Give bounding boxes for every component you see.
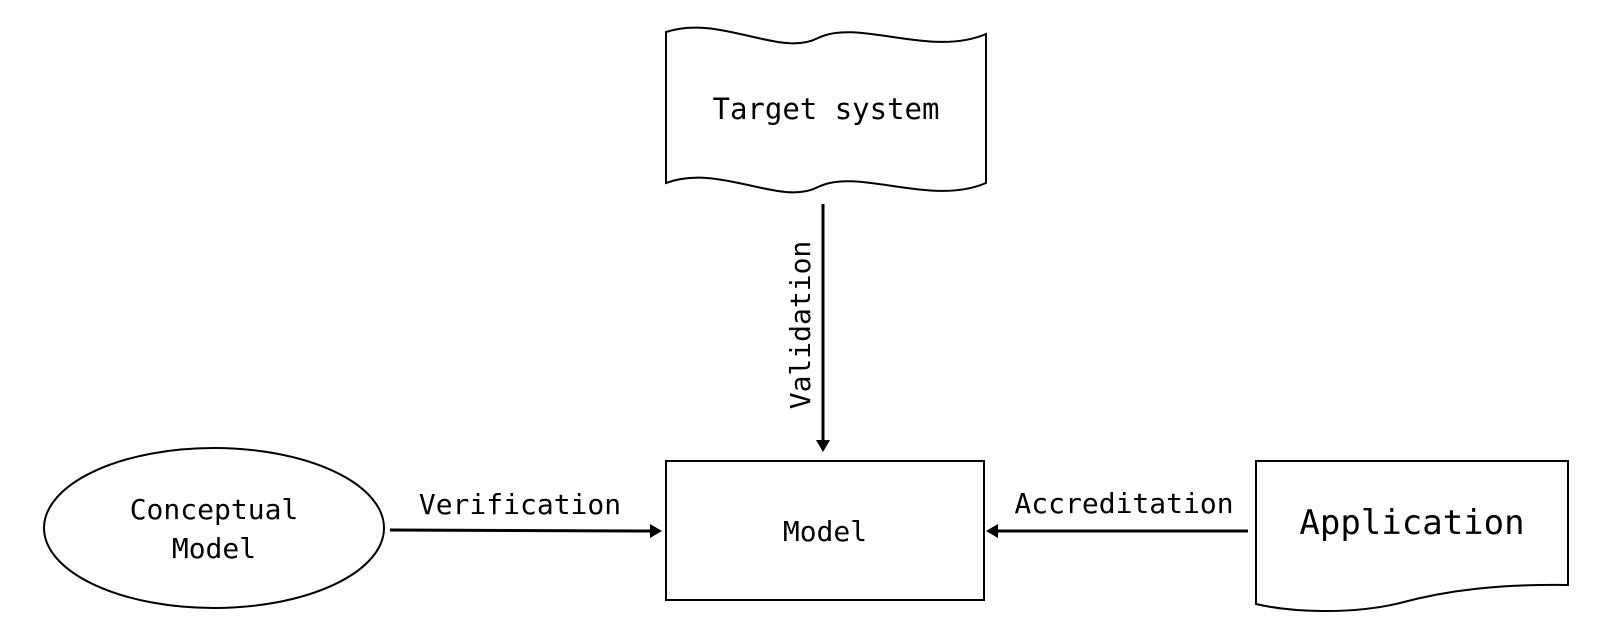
- validation-edge: Validation: [784, 204, 830, 452]
- application-label: Application: [1299, 503, 1524, 543]
- target-system-shape: [665, 26, 987, 194]
- accreditation-edge: Accreditation: [986, 487, 1248, 538]
- application-node: Application: [1255, 460, 1569, 613]
- conceptual-model-node: Conceptual Model: [43, 447, 385, 609]
- validation-label: Validation: [784, 241, 817, 410]
- conceptual-model-label-line1: Conceptual: [130, 493, 299, 526]
- model-label: Model: [783, 515, 867, 548]
- conceptual-model-shape: [43, 447, 385, 609]
- validation-arrowhead: [816, 440, 830, 452]
- target-system-node: Target system: [665, 26, 987, 194]
- verification-arrow-line: [389, 528, 651, 533]
- conceptual-model-label-line2: Model: [172, 532, 256, 565]
- accreditation-arrowhead: [986, 524, 998, 538]
- model-shape: [665, 460, 985, 601]
- verification-arrowhead: [650, 524, 662, 538]
- verification-label: Verification: [419, 488, 621, 521]
- target-system-label: Target system: [713, 92, 940, 126]
- model-node: Model: [665, 460, 985, 601]
- verification-edge: Verification: [389, 488, 662, 538]
- accreditation-label: Accreditation: [1014, 487, 1233, 520]
- application-shape: [1255, 460, 1569, 613]
